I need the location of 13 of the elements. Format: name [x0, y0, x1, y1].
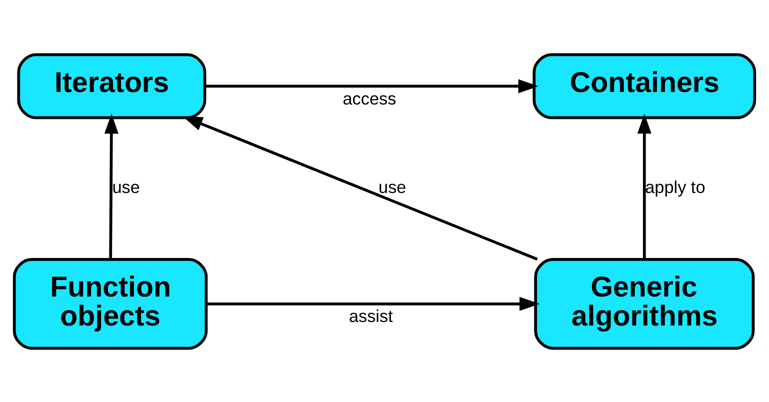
- edge-label: assist: [348, 305, 393, 326]
- arrow: [206, 296, 540, 310]
- node-box: Generic algorithms: [534, 258, 755, 350]
- arrow: [637, 113, 652, 258]
- node-box: Containers: [532, 52, 756, 119]
- arrow: [182, 116, 538, 260]
- arrow: [205, 78, 538, 93]
- edge-label: use: [378, 176, 406, 197]
- node-box: Function objects: [12, 258, 208, 350]
- edge-label: use: [112, 176, 140, 197]
- arrow: [104, 113, 118, 258]
- edge-label: access: [342, 88, 396, 108]
- node-box: Iterators: [17, 52, 206, 119]
